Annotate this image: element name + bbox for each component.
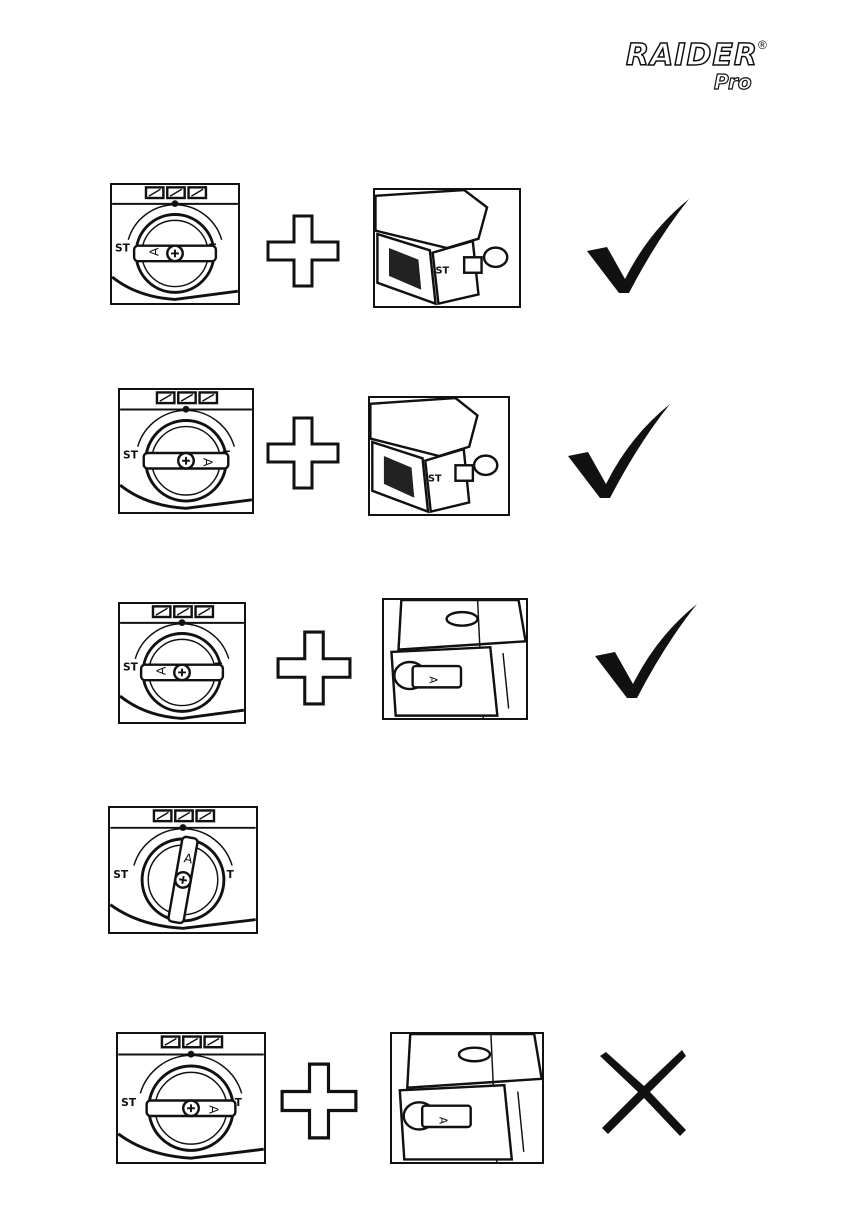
hammer-symbol-icon	[183, 406, 190, 413]
lock-button	[455, 465, 472, 480]
side-mark-st: ST	[428, 474, 442, 485]
checkmark-shape	[595, 604, 697, 698]
plus-shape	[268, 418, 338, 488]
dial-mark-st: ST	[123, 660, 139, 673]
raider-pro-logo: RAIDER ® Pro	[622, 38, 782, 98]
dial-lever: A	[141, 665, 223, 680]
lock-button	[464, 257, 481, 272]
plus-icon	[266, 214, 340, 288]
checkmark-shape	[568, 404, 670, 498]
dial-mark-st: ST	[113, 868, 129, 881]
plus-icon	[280, 1062, 358, 1140]
lock-knob	[474, 456, 497, 475]
side-view-panel-row1: ST	[373, 188, 521, 308]
logo-sub: Pro	[714, 70, 752, 94]
plus-icon	[276, 630, 352, 706]
top-slot	[459, 1048, 490, 1062]
logo-brand: RAIDER	[626, 38, 758, 73]
dial-mark-st: ST	[121, 1096, 137, 1109]
housing-edge	[503, 653, 509, 708]
lever-arrow: A	[153, 666, 168, 675]
cross-shape	[600, 1050, 686, 1136]
dial-mark-t: T	[227, 868, 235, 881]
chisel-lock-illustration: ST	[370, 398, 508, 514]
plus-shape	[282, 1064, 356, 1138]
dial-lever: A	[147, 1100, 236, 1116]
dial-mark-st: ST	[115, 241, 131, 254]
lever-arrow: A	[146, 247, 161, 256]
side-view-panel-row5: A	[390, 1032, 544, 1164]
checkmark-shape	[587, 199, 689, 293]
dial-lever: A	[144, 453, 229, 468]
chisel-lock-illustration: A	[392, 1034, 542, 1162]
plus-shape	[268, 216, 338, 286]
lever-arrow: A	[200, 458, 215, 467]
chisel-lock-illustration: ST	[375, 190, 519, 306]
dial-mark-st: ST	[123, 449, 139, 462]
top-slot	[447, 612, 478, 626]
plus-icon	[266, 416, 340, 490]
cross-icon	[598, 1046, 690, 1138]
lock-arrow: A	[437, 1117, 450, 1125]
side-mark-st: ST	[436, 266, 450, 277]
checkmark-icon	[585, 195, 695, 295]
hammer-symbol-icon	[180, 824, 187, 831]
hammer-symbol-icon	[188, 1051, 195, 1058]
hammer-symbol-icon	[179, 619, 186, 626]
housing-edge	[518, 1092, 524, 1152]
plus-shape	[278, 632, 350, 704]
chisel-lock-illustration: A	[384, 600, 526, 718]
side-view-panel-row2: ST	[368, 396, 510, 516]
logo-registered-mark: ®	[758, 38, 767, 52]
side-view-panel-row3: A	[382, 598, 528, 720]
lock-arrow: A	[426, 676, 439, 684]
dial-lever: A	[134, 246, 216, 261]
checkmark-icon	[566, 400, 676, 500]
lever-arrow: A	[206, 1105, 221, 1114]
hammer-symbol-icon	[172, 200, 179, 207]
lock-knob	[484, 248, 507, 267]
checkmark-icon	[592, 600, 704, 700]
